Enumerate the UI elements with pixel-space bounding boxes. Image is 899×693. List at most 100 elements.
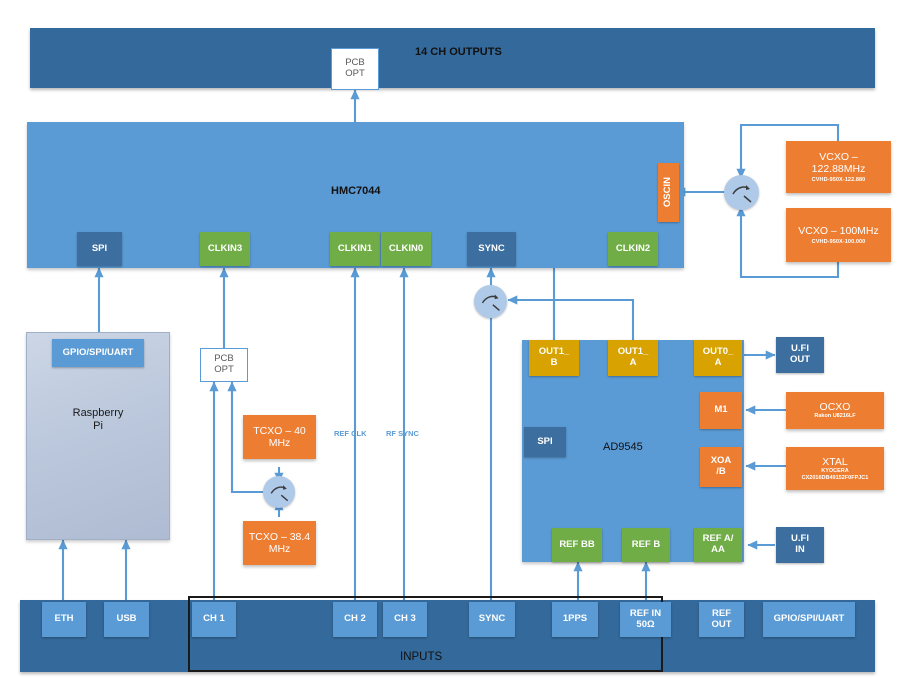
tcxo-40-line2: MHz	[268, 437, 291, 449]
port-label-line2: /B	[716, 466, 726, 477]
ufl-out-connector[interactable]: U.Fl OUT	[776, 337, 824, 373]
port-label: GPIO/SPI/UART	[62, 346, 134, 358]
bottom-port-ch3[interactable]: CH 3	[383, 602, 427, 637]
port-label-line1: OUT0_	[702, 346, 734, 358]
hmc7044-port-spi[interactable]: SPI	[77, 232, 122, 266]
pcb-opt-mid-block[interactable]: PCB OPT	[200, 348, 248, 382]
bottom-port-ch1[interactable]: CH 1	[192, 602, 236, 637]
ad9545-port-ref-bb[interactable]: REF BB	[552, 528, 602, 562]
hmc7044-port-clkin0[interactable]: CLKIN0	[381, 232, 431, 266]
ufl-in-connector[interactable]: U.Fl IN	[776, 527, 824, 563]
bottom-port-eth[interactable]: ETH	[42, 602, 86, 637]
port-label-line1: REF BB	[559, 538, 595, 550]
vcxo-100mhz-block[interactable]: VCXO – 100MHz CVHD-950X-100.000	[786, 208, 891, 262]
port-label-line2: A	[629, 357, 637, 368]
ad9545-port-out0-a[interactable]: OUT0_ A	[694, 340, 742, 376]
xtal-line1: XTAL	[822, 456, 848, 469]
tcxo-38-4mhz-block[interactable]: TCXO – 38.4 MHz	[243, 521, 316, 565]
top-output-bar-caption: 14 CH OUTPUTS	[415, 46, 502, 58]
port-label-line1: M1	[714, 404, 728, 416]
hmc7044-port-clkin2[interactable]: CLKIN2	[608, 232, 658, 266]
pcb-opt-mid-line1: PCB	[214, 353, 234, 365]
tcxo-select-switch[interactable]	[263, 476, 295, 508]
hmc7044-port-clkin1[interactable]: CLKIN1	[330, 232, 380, 266]
bottom-port-usb[interactable]: USB	[104, 602, 149, 637]
pcb-opt-mid-line2: OPT	[214, 364, 234, 375]
port-label-line2: OUT	[711, 618, 732, 630]
ad9545-port-ref-b[interactable]: REF B	[622, 528, 670, 562]
port-label: 1PPS	[562, 613, 588, 625]
port-label: CLKIN3	[207, 242, 243, 254]
tcxo-384-line1: TCXO – 38.4	[248, 530, 311, 543]
tcxo-40mhz-block[interactable]: TCXO – 40 MHz	[243, 415, 316, 459]
sync-select-switch[interactable]	[474, 285, 507, 318]
hmc7044-port-clkin3[interactable]: CLKIN3	[200, 232, 250, 266]
xtal-part: CX2016DB49152F0FPJC1	[801, 474, 869, 481]
port-label: USB	[116, 613, 137, 625]
vcxo-122-88mhz-block[interactable]: VCXO – 122.88MHz CVHD-950X-122.880	[786, 141, 891, 193]
bottom-port-ref-in[interactable]: REF IN 50Ω	[620, 602, 671, 637]
rpi-line1: Raspberry	[72, 407, 124, 419]
ufl-out-line1: U.Fl	[791, 343, 809, 355]
ufl-out-line2: OUT	[789, 354, 811, 365]
port-label: GPIO/SPI/UART	[773, 613, 845, 625]
top-output-bar: 14 CH OUTPUTS	[30, 28, 875, 88]
inputs-group-caption: INPUTS	[400, 651, 443, 663]
bottom-port-ref-out[interactable]: REF OUT	[699, 602, 744, 637]
port-label-line1: OUT1_	[617, 346, 649, 358]
rpi-port-gpio-spi-uart[interactable]: GPIO/SPI/UART	[52, 339, 144, 367]
port-label-line2: B	[550, 357, 558, 368]
tcxo-384-line2: MHz	[268, 543, 291, 555]
port-label-line1: REF A/	[702, 533, 734, 545]
pcb-opt-top-block[interactable]: PCB OPT	[331, 48, 379, 90]
ad9545-port-out1-b[interactable]: OUT1_ B	[529, 340, 579, 376]
hmc7044-label: HMC7044	[331, 185, 381, 197]
port-label-line2: 50Ω	[636, 618, 655, 630]
pcb-opt-top-line2: OPT	[345, 68, 365, 79]
port-label-line2: AA	[711, 544, 725, 555]
port-label: ETH	[54, 613, 74, 625]
port-label-line1: OUT1_	[538, 346, 570, 358]
port-label-line1: REF	[712, 607, 731, 619]
port-label: CLKIN0	[388, 242, 424, 254]
xtal-block[interactable]: XTAL KYOCERA CX2016DB49152F0FPJC1	[786, 447, 884, 490]
port-label: SPI	[91, 242, 108, 254]
bottom-port-ch2[interactable]: CH 2	[333, 602, 377, 637]
port-label: CH 2	[344, 613, 366, 625]
vcxo-100-line1: VCXO – 100MHz	[798, 224, 879, 237]
port-label-line1: SPI	[537, 435, 553, 447]
port-label: OSCIN	[662, 177, 674, 208]
ocxo-block[interactable]: OCXO Rakon U8216LF	[786, 392, 884, 429]
port-label: SYNC	[478, 242, 505, 254]
rpi-line2: Pi	[93, 419, 103, 432]
port-label: CH 1	[203, 613, 225, 625]
ocxo-part: Rakon U8216LF	[814, 413, 856, 420]
ad9545-port-spi[interactable]: SPI	[524, 427, 566, 457]
ad9545-port-xoa-b[interactable]: XOA /B	[700, 447, 742, 487]
hmc7044-port-sync[interactable]: SYNC	[467, 232, 516, 266]
ufl-in-line2: IN	[795, 544, 805, 555]
ad9545-port-m1[interactable]: M1	[700, 392, 742, 429]
port-label: CLKIN1	[337, 242, 373, 254]
xtal-vendor: KYOCERA	[821, 468, 849, 475]
vcxo-122-line2: 122.88MHz	[811, 162, 866, 175]
tcxo-40-line1: TCXO – 40	[253, 424, 306, 437]
hmc7044-port-oscin[interactable]: OSCIN	[658, 163, 679, 222]
port-label-line2: A	[714, 357, 722, 368]
wire-label-rf-sync: RF SYNC	[386, 429, 419, 438]
wire-label-ref-clk: REF CLK	[334, 429, 367, 438]
port-label-line1: REF B	[631, 538, 661, 550]
bottom-port-sync[interactable]: SYNC	[469, 602, 515, 637]
ad9545-port-out1-a[interactable]: OUT1_ A	[608, 340, 658, 376]
vcxo-100-part: CVHD-950X-100.000	[811, 238, 866, 245]
bottom-port-1pps[interactable]: 1PPS	[552, 602, 598, 637]
ad9545-port-ref-a-aa[interactable]: REF A/ AA	[694, 528, 742, 562]
ocxo-line1: OCXO	[819, 401, 851, 414]
vcxo-select-switch[interactable]	[724, 175, 759, 210]
port-label: CH 3	[394, 613, 416, 625]
switch-icon	[270, 485, 289, 502]
port-label: SYNC	[478, 613, 506, 625]
port-label-line1: XOA	[710, 455, 732, 467]
bottom-port-gpio-spi-uart[interactable]: GPIO/SPI/UART	[763, 602, 855, 637]
